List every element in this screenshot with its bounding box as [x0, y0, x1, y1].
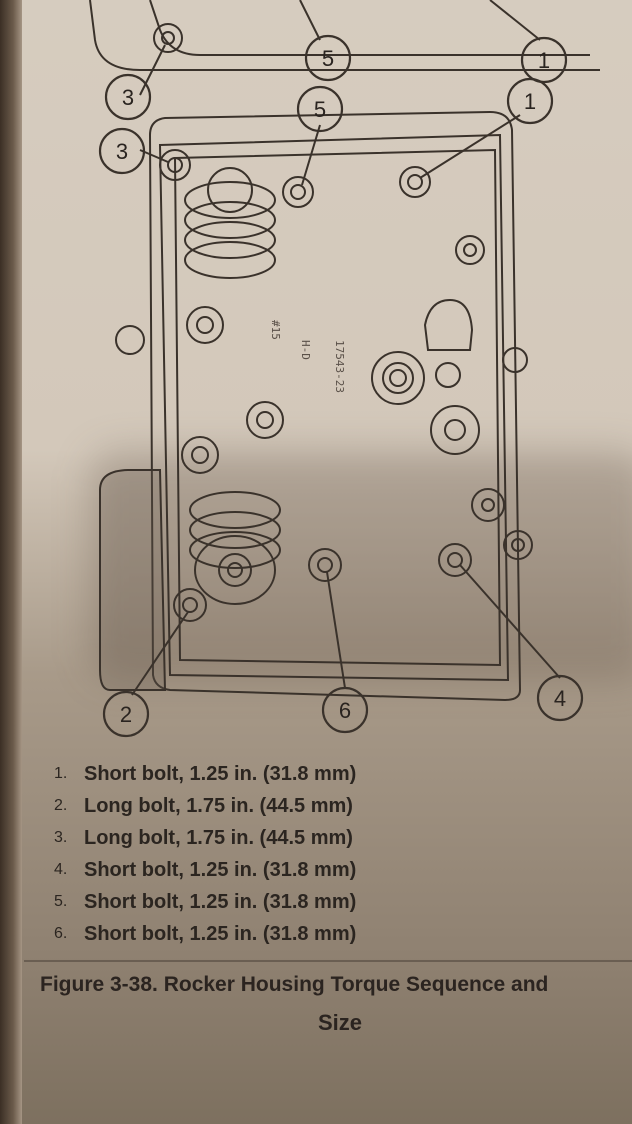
legend-text: Short bolt, 1.25 in. (31.8 mm)	[84, 891, 357, 913]
casting-code: #15	[269, 320, 282, 340]
legend-number: 1.	[54, 765, 68, 782]
legend-text: Long bolt, 1.75 in. (44.5 mm)	[84, 827, 353, 849]
legend-text: Short bolt, 1.25 in. (31.8 mm)	[84, 859, 357, 881]
book-gutter	[0, 0, 22, 1124]
bolt-1	[399, 166, 431, 198]
breather-port	[371, 351, 425, 405]
legend-number: 2.	[54, 797, 68, 814]
housing-outline	[148, 110, 522, 702]
figure-caption-line2: Size	[318, 1010, 363, 1035]
legend-text: Long bolt, 1.75 in. (44.5 mm)	[84, 795, 353, 817]
figure-caption: Figure 3-38. Rocker Housing Torque Seque…	[40, 973, 549, 996]
bolt-top-3	[153, 23, 183, 53]
legend-item: 2. Long bolt, 1.75 in. (44.5 mm)	[54, 790, 614, 822]
callout-1-top: 1	[538, 48, 550, 73]
callout-5-top: 5	[322, 46, 334, 71]
legend-item: 3. Long bolt, 1.75 in. (44.5 mm)	[54, 822, 614, 854]
bolt-2	[173, 588, 207, 622]
legend-text: Short bolt, 1.25 in. (31.8 mm)	[84, 923, 357, 945]
legend-number: 6.	[54, 925, 68, 942]
valve-spring-top	[184, 167, 276, 279]
callout-4: 4	[554, 686, 566, 711]
legend-item: 1. Short bolt, 1.25 in. (31.8 mm)	[54, 758, 614, 790]
casting-brand: H-D	[299, 340, 312, 360]
upper-housing-edge	[89, 0, 600, 71]
callout-1: 1	[524, 89, 536, 114]
casting-part-number: 17543-23	[333, 340, 346, 393]
legend-item: 5. Short bolt, 1.25 in. (31.8 mm)	[54, 886, 614, 918]
legend-number: 5.	[54, 893, 68, 910]
bolt-5	[282, 176, 314, 208]
valve-spring-bottom	[189, 491, 281, 605]
legend-text: Short bolt, 1.25 in. (31.8 mm)	[84, 763, 357, 785]
callout-3: 3	[116, 139, 128, 164]
callout-2: 2	[120, 702, 132, 727]
legend-number: 4.	[54, 861, 68, 878]
callout-5: 5	[314, 97, 326, 122]
bolt-3	[159, 149, 191, 181]
callout-3-top: 3	[122, 85, 134, 110]
bolt-6	[308, 548, 342, 582]
rocker-housing-diagram: 3 5 1 3 5 1 2 6 4 17543-23 H-D #15	[89, 0, 600, 738]
legend-number: 3.	[54, 829, 68, 846]
legend-item: 6. Short bolt, 1.25 in. (31.8 mm)	[54, 918, 614, 950]
callout-6: 6	[339, 698, 351, 723]
bolt-4	[438, 543, 472, 577]
bolt-legend: 1. Short bolt, 1.25 in. (31.8 mm) 2. Long …	[54, 758, 614, 950]
legend-item: 4. Short bolt, 1.25 in. (31.8 mm)	[54, 854, 614, 886]
figure-divider	[24, 960, 632, 962]
